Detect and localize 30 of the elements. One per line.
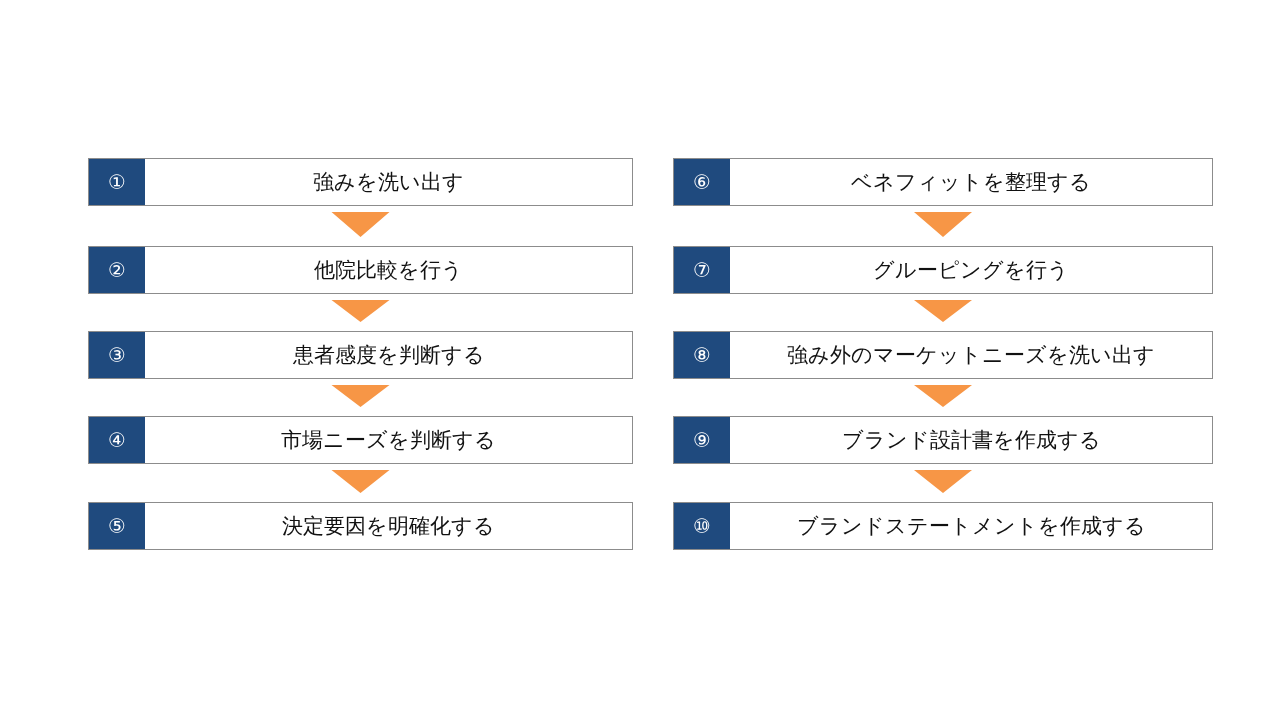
step-box: [88, 331, 633, 379]
step-label: 患者感度を判断する: [291, 342, 486, 369]
step-number: ②: [89, 247, 145, 293]
step-box: [88, 416, 633, 464]
step-number: ⑨: [674, 417, 730, 463]
step-number: ⑥: [674, 159, 730, 205]
step-number: ⑦: [674, 247, 730, 293]
step-number: ⑤: [89, 503, 145, 549]
step-label: ブランド設計書を作成する: [840, 427, 1102, 454]
step-number: ④: [89, 417, 145, 463]
step-number: ⑧: [674, 332, 730, 378]
step-box: [673, 502, 1213, 550]
step-box: [673, 158, 1213, 206]
step-number: ⑩: [674, 503, 730, 549]
step-box: [88, 158, 633, 206]
step-box: [673, 331, 1213, 379]
step-label: 決定要因を明確化する: [281, 513, 496, 540]
step-number: ③: [89, 332, 145, 378]
step-label: ベネフィットを整理する: [850, 169, 1092, 196]
step-box: [88, 502, 633, 550]
step-box: [673, 416, 1213, 464]
step-label: グルーピングを行う: [872, 257, 1070, 284]
step-box: [88, 246, 633, 294]
step-label: 市場ニーズを判断する: [280, 427, 497, 454]
step-label: 強み外のマーケットニーズを洗い出す: [786, 342, 1156, 369]
step-label: ブランドステートメントを作成する: [795, 513, 1147, 540]
step-number: ①: [89, 159, 145, 205]
step-box: [673, 246, 1213, 294]
step-label: 強みを洗い出す: [312, 169, 465, 196]
step-label: 他院比較を行う: [313, 257, 464, 284]
